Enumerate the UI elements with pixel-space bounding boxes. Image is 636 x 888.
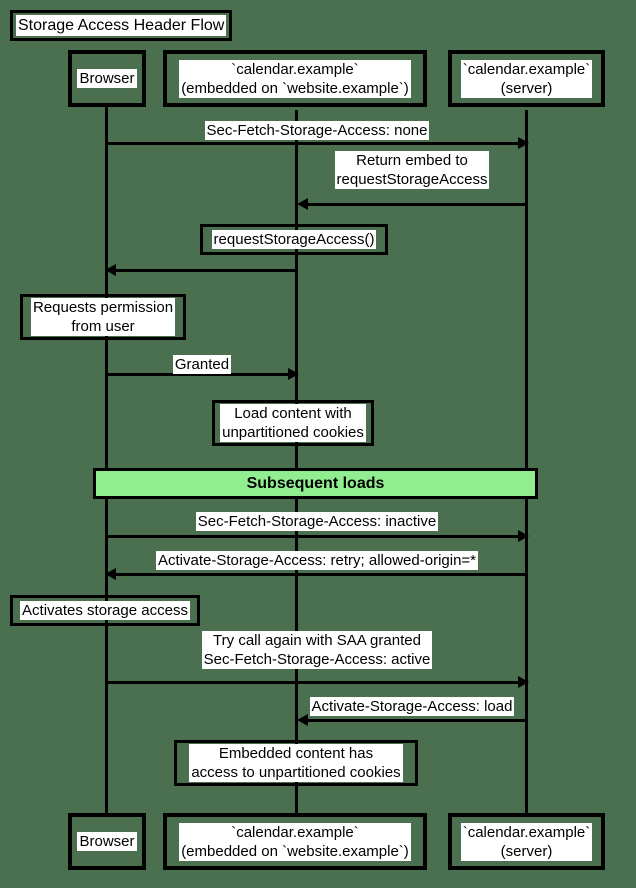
message-label-m5-wrap: Activate-Storage-Access: retry; allowed-…	[107, 551, 527, 570]
message-label-m3-wrap: Granted	[107, 355, 297, 374]
participant-label: `calendar.example` (server)	[460, 822, 593, 861]
lifeline-server	[525, 110, 528, 813]
arrowhead-right-m6	[518, 676, 529, 688]
message-label-m7-wrap: Activate-Storage-Access: load	[297, 697, 527, 716]
participant-label: `calendar.example` (server)	[460, 59, 593, 98]
participant-embed-bottom[interactable]: `calendar.example` (embedded on `website…	[163, 813, 427, 870]
message-line-m2	[303, 203, 527, 206]
message-line-m7	[303, 719, 527, 722]
message-label-m7: Activate-Storage-Access: load	[309, 697, 515, 716]
note-text: requestStorageAccess()	[211, 230, 377, 249]
note-embedded-content-access: Embedded content has access to unpartiti…	[174, 740, 418, 786]
page-title: Storage Access Header Flow	[16, 15, 227, 36]
message-label-m5: Activate-Storage-Access: retry; allowed-…	[155, 551, 479, 570]
note-requests-permission: Requests permission from user	[20, 294, 186, 340]
diagram-title-box: Storage Access Header Flow	[10, 10, 233, 41]
arrowhead-right-m4	[518, 530, 529, 542]
message-label-m2-wrap: Return embed to requestStorageAccess	[297, 151, 527, 189]
participant-browser-bottom[interactable]: Browser	[68, 813, 146, 870]
message-label-m6: Try call again with SAA granted Sec-Fetc…	[201, 631, 433, 669]
participant-label: Browser	[77, 69, 137, 88]
note-request-storage-access: requestStorageAccess()	[200, 224, 388, 255]
participant-browser-top[interactable]: Browser	[68, 50, 146, 107]
note-text: Load content with unpartitioned cookies	[220, 404, 366, 442]
message-line-embed-to-browser-1	[113, 269, 297, 272]
participant-embed-top[interactable]: `calendar.example` (embedded on `website…	[163, 50, 427, 107]
participant-server-top[interactable]: `calendar.example` (server)	[448, 50, 605, 107]
participant-label: `calendar.example` (embedded on `website…	[179, 59, 411, 98]
arrowhead-left-m2	[297, 198, 308, 210]
message-label-m1: Sec-Fetch-Storage-Access: none	[204, 121, 430, 140]
note-load-content: Load content with unpartitioned cookies	[212, 400, 374, 446]
message-label-m4: Sec-Fetch-Storage-Access: inactive	[195, 512, 439, 531]
message-label-m1-wrap: Sec-Fetch-Storage-Access: none	[107, 121, 527, 140]
participant-label: `calendar.example` (embedded on `website…	[179, 822, 411, 861]
message-line-m6	[107, 681, 521, 684]
section-bar-label: Subsequent loads	[246, 474, 385, 492]
message-label-m6-wrap: Try call again with SAA granted Sec-Fetc…	[107, 631, 527, 669]
note-text: Embedded content has access to unpartiti…	[189, 744, 403, 782]
arrowhead-right-m3	[288, 368, 299, 380]
message-line-m5	[113, 573, 527, 576]
note-text: Requests permission from user	[30, 298, 176, 336]
arrowhead-left-m7	[297, 714, 308, 726]
lifeline-browser	[105, 107, 108, 813]
message-line-m3	[107, 373, 291, 376]
participant-server-bottom[interactable]: `calendar.example` (server)	[448, 813, 605, 870]
arrowhead-right-m1	[518, 137, 529, 149]
message-line-m4	[107, 535, 521, 538]
message-line-m1	[107, 142, 521, 145]
arrowhead-left-embed-to-browser-1	[105, 264, 116, 276]
message-label-m2: Return embed to requestStorageAccess	[334, 151, 490, 189]
section-bar-subsequent-loads: Subsequent loads	[93, 468, 538, 499]
participant-label: Browser	[77, 832, 137, 851]
message-label-m3: Granted	[172, 355, 232, 374]
arrowhead-left-m5	[105, 568, 116, 580]
note-text: Activates storage access	[20, 601, 190, 620]
note-activates-storage-access: Activates storage access	[10, 595, 200, 626]
lifeline-embed	[295, 110, 298, 813]
message-label-m4-wrap: Sec-Fetch-Storage-Access: inactive	[107, 512, 527, 531]
